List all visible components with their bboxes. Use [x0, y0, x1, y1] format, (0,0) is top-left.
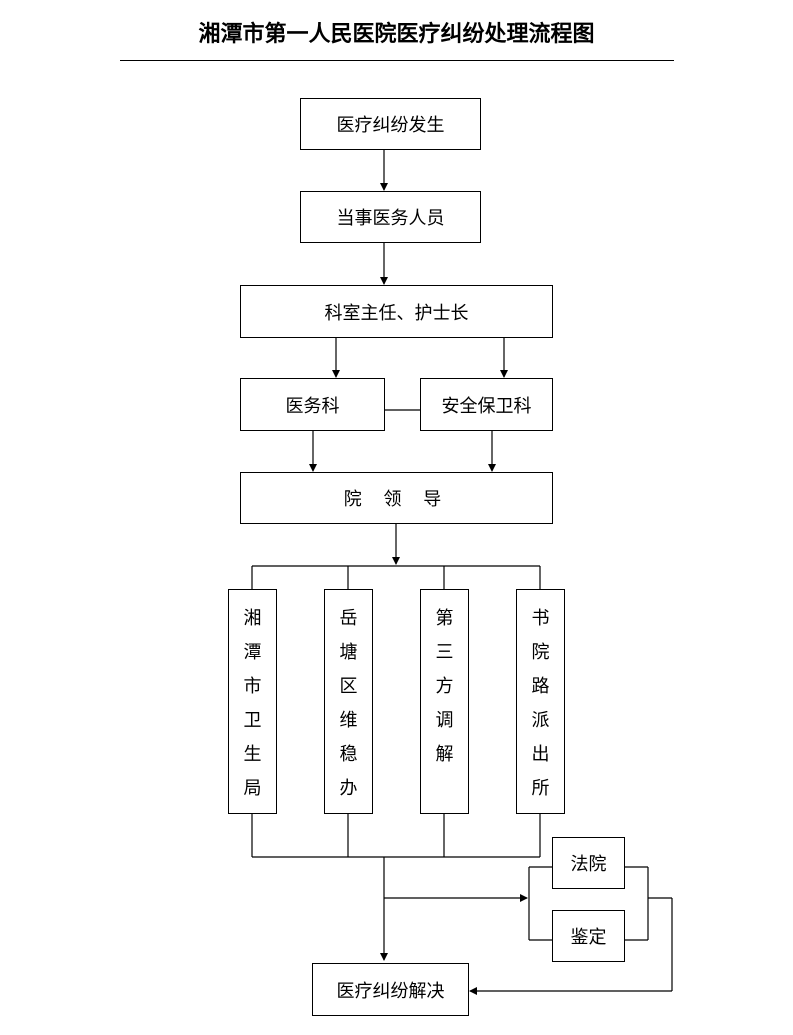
- node-medical-affairs: 医务科: [240, 378, 385, 431]
- node-third-party-mediation: 第 三 方 调 解: [420, 589, 469, 814]
- char: 潭: [243, 642, 262, 663]
- node-dispute-occurs: 医疗纠纷发生: [300, 98, 481, 150]
- char: 区: [339, 676, 358, 697]
- page-title: 湘潭市第一人民医院医疗纠纷处理流程图: [198, 22, 595, 47]
- node-appraisal: 鉴定: [552, 910, 625, 962]
- char: 派: [531, 710, 550, 731]
- char: 办: [339, 778, 358, 799]
- node-department-head: 科室主任、护士长: [240, 285, 553, 338]
- char: 局: [243, 778, 262, 799]
- node-stability-office: 岳 塘 区 维 稳 办: [324, 589, 373, 814]
- char: 维: [339, 710, 358, 731]
- node-police-station: 书 院 路 派 出 所: [516, 589, 565, 814]
- char: 稳: [339, 744, 358, 765]
- char: 解: [435, 744, 454, 765]
- char: 第: [435, 608, 454, 629]
- node-involved-staff: 当事医务人员: [300, 191, 481, 243]
- node-health-bureau: 湘 潭 市 卫 生 局: [228, 589, 277, 814]
- node-court: 法院: [552, 837, 625, 889]
- title-underline: [120, 60, 674, 61]
- char: 院: [531, 642, 550, 663]
- char: 调: [435, 710, 454, 731]
- node-dispute-resolved: 医疗纠纷解决: [312, 963, 469, 1016]
- char: 所: [531, 778, 550, 799]
- char: 路: [531, 676, 550, 697]
- node-security-department: 安全保卫科: [420, 378, 553, 431]
- char: 岳: [339, 608, 358, 629]
- char: 书: [531, 608, 550, 629]
- char: 出: [531, 744, 550, 765]
- char: 生: [243, 744, 262, 765]
- char: 塘: [339, 642, 358, 663]
- node-hospital-leaders: 院 领 导: [240, 472, 553, 524]
- char: 湘: [243, 608, 262, 629]
- char: 市: [243, 676, 262, 697]
- char: 三: [435, 642, 454, 663]
- char: 方: [435, 676, 454, 697]
- char: 卫: [243, 710, 262, 731]
